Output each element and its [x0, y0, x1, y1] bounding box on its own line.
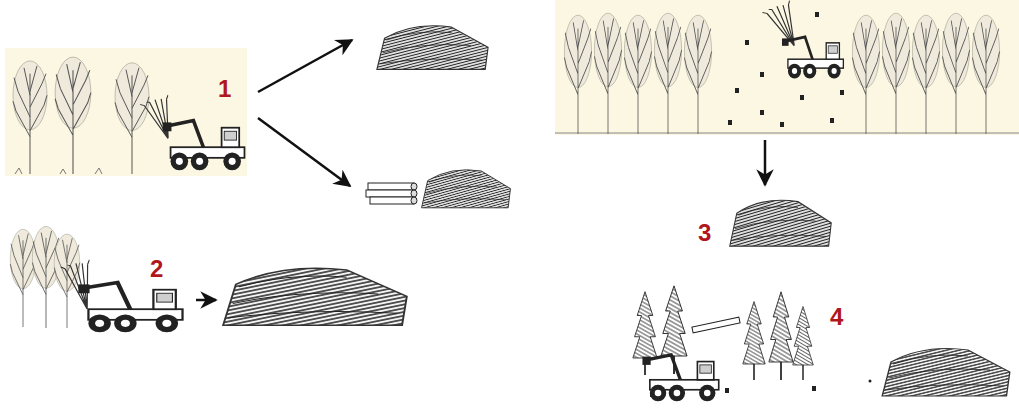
scene-two: [10, 226, 407, 332]
tree: [654, 13, 681, 134]
log-stack: [366, 183, 417, 204]
tree: [624, 15, 651, 134]
tree: [972, 15, 999, 134]
harvester: [78, 283, 182, 333]
callout-number: 1: [218, 76, 231, 102]
flow-arrow: [258, 40, 352, 92]
flow-arrow: [764, 140, 767, 185]
tree: [564, 15, 591, 134]
wood-pile: [223, 268, 407, 325]
tree: [882, 13, 909, 134]
harvester: [782, 37, 843, 79]
tree: [684, 15, 711, 134]
wood-pile: [422, 170, 511, 208]
wood-pile: [882, 349, 1010, 397]
ground-line: [555, 133, 1019, 134]
grass: [15, 168, 102, 174]
tree: [912, 15, 939, 134]
callout-number: 4: [830, 304, 843, 330]
flow-arrow: [196, 299, 216, 302]
flow-arrow: [258, 118, 350, 186]
harvester: [642, 355, 718, 401]
wood-pile: [377, 26, 488, 70]
wood-pile: [730, 200, 832, 246]
tree: [10, 229, 36, 327]
harvester: [163, 121, 245, 171]
stumps: [728, 12, 844, 127]
tree: [32, 226, 59, 328]
ground-panel: [5, 48, 247, 176]
conifer: [793, 307, 814, 381]
scene-four: [633, 286, 1010, 402]
tree: [55, 57, 91, 174]
tree: [852, 15, 879, 134]
conifer: [769, 292, 793, 380]
conifer: [743, 302, 765, 380]
tree-bundle: [140, 94, 183, 144]
carried-log: [692, 317, 740, 333]
tree: [13, 61, 47, 174]
dot: [869, 380, 872, 383]
callout-number: 2: [150, 256, 163, 282]
tree: [942, 13, 969, 134]
ground-panel: [555, 0, 1019, 135]
tree: [594, 13, 621, 134]
scene-three: [555, 0, 1019, 246]
callout-number: 3: [698, 220, 711, 246]
scene-one: [5, 26, 510, 208]
tree: [115, 63, 149, 174]
